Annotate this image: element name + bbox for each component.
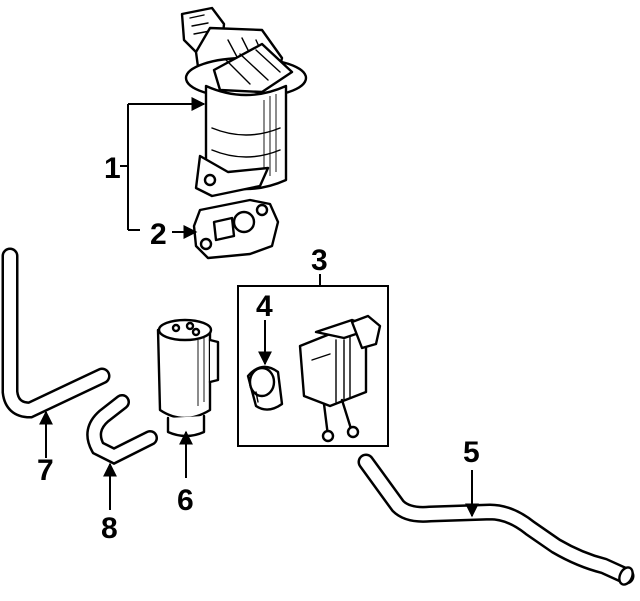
callout-leaders-1-2: [120, 97, 206, 239]
callout-3: 3: [311, 244, 328, 277]
callout-8: 8: [101, 512, 118, 545]
rubber-cap: [246, 320, 284, 411]
hose-7: [1, 247, 111, 458]
solenoid-box: [237, 274, 389, 447]
callout-6: 6: [177, 484, 194, 517]
hose-8: [86, 394, 158, 510]
callout-2: 2: [150, 218, 167, 251]
solenoid-valve: [298, 314, 382, 443]
callout-7: 7: [37, 454, 54, 487]
egr-valve: [180, 6, 308, 198]
hose-5: [357, 453, 635, 586]
gasket: [192, 198, 280, 260]
canister: [156, 318, 220, 478]
callout-1: 1: [104, 152, 121, 185]
callout-4: 4: [256, 290, 273, 323]
callout-5: 5: [463, 436, 480, 469]
